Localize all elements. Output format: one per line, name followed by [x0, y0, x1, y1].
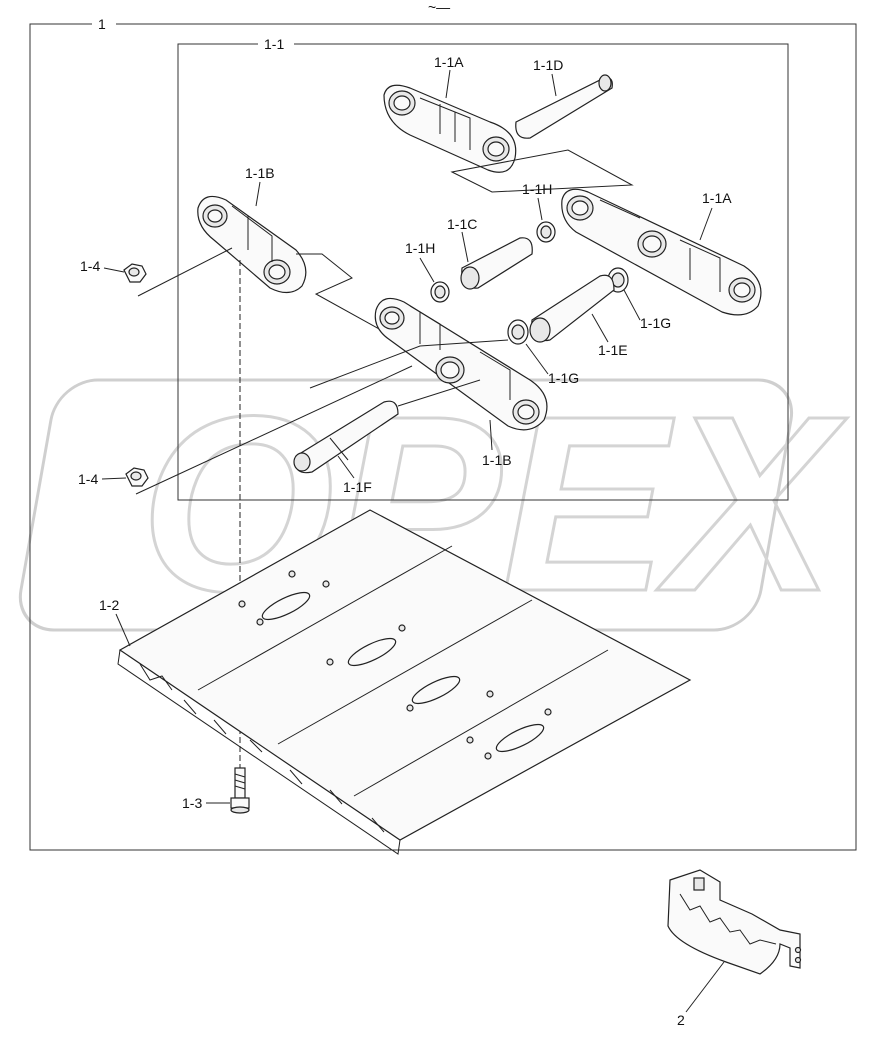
label-link-assy: 1-1 [264, 36, 284, 52]
seal-g-center [507, 319, 529, 345]
link-a-right [561, 188, 762, 316]
label-nut-upper: 1-4 [80, 258, 100, 274]
assembly-frame [29, 23, 857, 851]
label-link-a-right: 1-1A [702, 190, 732, 206]
nut-lower [125, 467, 149, 487]
label-pin-f: 1-1F [343, 479, 372, 495]
seal-h-right [536, 221, 556, 243]
link-assy-frame [177, 43, 789, 501]
label-guard: 2 [677, 1012, 685, 1028]
link-b-left [197, 195, 307, 294]
bolt [230, 767, 250, 814]
track-guard [667, 869, 802, 975]
pin-d [515, 74, 613, 139]
label-seal-h-right: 1-1H [522, 181, 552, 197]
label-seal-g-center: 1-1G [548, 370, 579, 386]
label-shoe: 1-2 [99, 597, 119, 613]
header-mark: ~— [428, 0, 450, 15]
track-shoe [117, 509, 692, 855]
nut-upper [123, 263, 147, 283]
label-link-a-top: 1-1A [434, 54, 464, 70]
label-bushing-e: 1-1E [598, 342, 628, 358]
label-bolt: 1-3 [182, 795, 202, 811]
bushing-c [460, 237, 533, 290]
pin-f [293, 400, 399, 474]
label-seal-g-right: 1-1G [640, 315, 671, 331]
label-bushing-c: 1-1C [447, 216, 477, 232]
label-assembly: 1 [98, 16, 106, 32]
label-pin-d: 1-1D [533, 57, 563, 73]
bushing-e [529, 274, 615, 343]
label-link-b-bottom: 1-1B [482, 452, 512, 468]
label-link-b-left: 1-1B [245, 165, 275, 181]
link-b-bottom [374, 297, 548, 431]
label-nut-lower: 1-4 [78, 471, 98, 487]
seal-h-left [430, 281, 450, 303]
label-seal-h-left: 1-1H [405, 240, 435, 256]
link-a-top [383, 84, 517, 173]
